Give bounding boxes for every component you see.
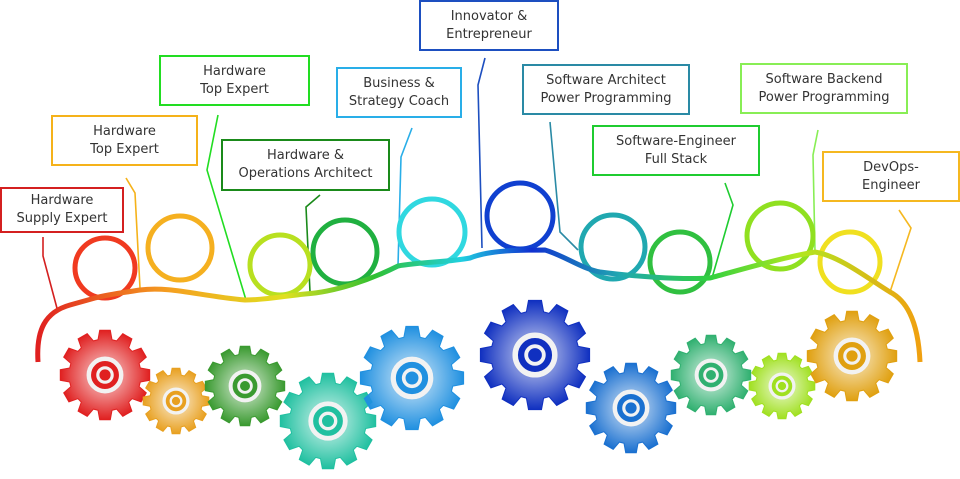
person-head-icon [72,235,138,301]
role-label-line-2: Entrepreneur [446,26,532,42]
role-label-line-2: Top Expert [200,81,269,97]
role-label-line-1: Hardware [93,123,156,139]
role-label-line-1: DevOps- [863,159,919,175]
leader-line [206,114,247,301]
person-head-icon [578,212,648,282]
role-label-line-2: Full Stack [644,151,708,167]
gear-icon [479,299,591,411]
leader-line [549,121,579,251]
role-label-box: Hardware & Operations Architect [221,139,390,191]
role-label-line-2: Supply Expert [16,211,108,226]
gear-icon [279,372,377,470]
person-head-icon [484,180,556,252]
person-head-icon [247,232,313,298]
person-head-icon [647,229,713,295]
person-head-icon [396,196,468,268]
role-label-line-1: Hardware [30,193,94,208]
role-label-line-1: Business & [363,75,435,91]
team-shoulders-outline [35,247,923,363]
gear-icon [585,362,677,454]
gear-icon [748,352,816,420]
role-label-line-2: Engineer [862,177,920,193]
gear-icon [806,310,898,402]
role-label-line-2: Operations Architect [238,166,373,181]
gear-icon [670,334,752,416]
gear-icon [359,325,465,431]
role-label-line-1: Software-Engineer [616,133,736,149]
leader-line [812,129,819,253]
role-label-line-2: Strategy Coach [348,93,450,109]
person-head-icon [744,200,816,272]
role-label-box: Business & Strategy Coach [336,67,462,118]
gear-icon [59,329,151,421]
role-label-line-1: Hardware [203,63,266,79]
role-label-line-1: Software Backend [765,71,883,87]
person-head-icon [817,229,883,295]
person-head-icon [145,213,215,283]
role-label-line-1: Hardware & [266,148,345,163]
role-label-line-2: Power Programming [540,90,672,106]
role-label-box: DevOps- Engineer [822,151,960,202]
role-label-box: Innovator & Entrepreneur [419,0,559,51]
gear-icon [204,345,286,427]
leader-line [42,237,59,313]
leader-line [711,182,734,279]
role-label-line-2: Top Expert [90,141,159,157]
leader-line [125,177,141,289]
role-label-line-2: Power Programming [758,89,890,105]
leader-line [889,209,912,293]
role-label-line-1: Software Architect [546,72,666,88]
role-label-line-1: Innovator & [450,8,528,24]
leader-line [477,57,486,249]
person-head-icon [310,217,380,287]
gear-icon [142,367,210,435]
